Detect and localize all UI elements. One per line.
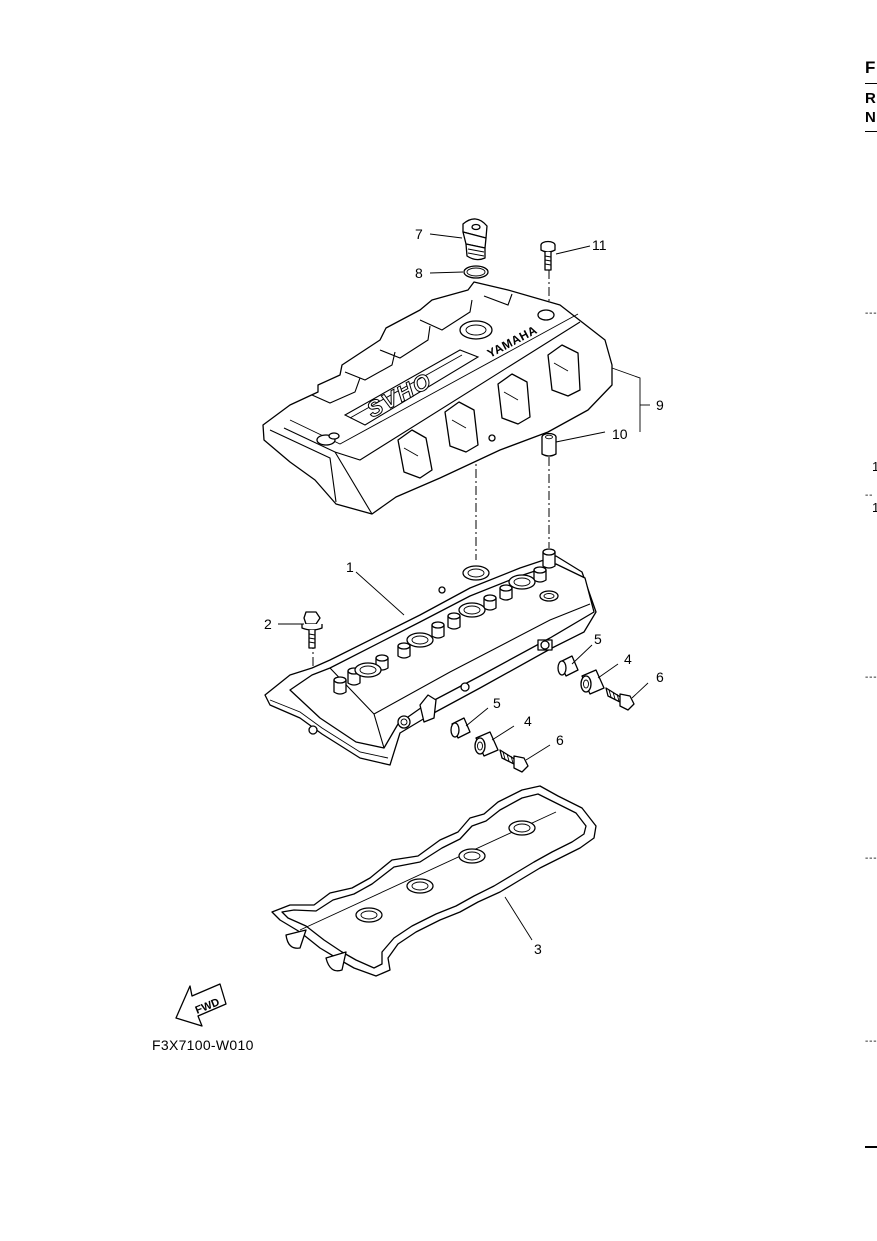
edge-number-1: 1 xyxy=(872,459,877,474)
callout-4-upper: 4 xyxy=(624,651,632,667)
edge-dash-1: - - - xyxy=(865,308,877,319)
callout-4-lower: 4 xyxy=(524,713,532,729)
edge-rule-3 xyxy=(865,1146,877,1148)
bolt xyxy=(301,611,323,649)
callout-10: 10 xyxy=(612,426,628,442)
edge-rule-2 xyxy=(865,131,877,132)
edge-header-3: N xyxy=(865,109,876,126)
edge-dash-4: - - - xyxy=(865,853,877,864)
bolt-upper xyxy=(605,687,635,711)
cylinder-head-cover: SVHO YAMAHA xyxy=(262,281,613,515)
callout-6-upper: 6 xyxy=(656,669,664,685)
edge-dash-3: - - - xyxy=(865,672,877,683)
callout-1: 1 xyxy=(346,559,354,575)
edge-dash-2: - - xyxy=(865,490,873,501)
bolt-lower xyxy=(499,749,529,773)
screw xyxy=(540,240,556,271)
callout-labels: 7 8 11 9 10 1 2 5 4 6 5 4 6 3 xyxy=(264,226,664,957)
callout-5-lower: 5 xyxy=(493,695,501,711)
callout-leader-lines xyxy=(278,233,650,941)
figure-code: F3X7100-W010 xyxy=(152,1037,254,1053)
edge-rule-1 xyxy=(865,83,877,84)
edge-dash-5: - - - xyxy=(865,1036,877,1047)
callout-5-upper: 5 xyxy=(594,631,602,647)
callout-7: 7 xyxy=(415,226,423,242)
callout-6-lower: 6 xyxy=(556,732,564,748)
edge-header-1: F xyxy=(865,58,876,77)
edge-header-2: R xyxy=(865,90,876,107)
callout-2: 2 xyxy=(264,616,272,632)
callout-3: 3 xyxy=(534,941,542,957)
o-ring xyxy=(463,265,489,279)
callout-11: 11 xyxy=(592,237,607,253)
grommet xyxy=(541,432,557,457)
damper-upper xyxy=(557,655,579,677)
grommet-upper xyxy=(580,669,605,695)
oil-filler-cap xyxy=(462,218,488,261)
cylinder-head-cover-lower xyxy=(264,548,597,766)
gasket xyxy=(271,785,597,977)
callout-8: 8 xyxy=(415,265,423,281)
damper-lower xyxy=(450,717,471,739)
grommet-lower xyxy=(474,731,499,757)
edge-number-2: 1 xyxy=(872,500,877,515)
callout-9: 9 xyxy=(656,397,664,413)
forward-direction-arrow: FWD xyxy=(175,983,227,1027)
